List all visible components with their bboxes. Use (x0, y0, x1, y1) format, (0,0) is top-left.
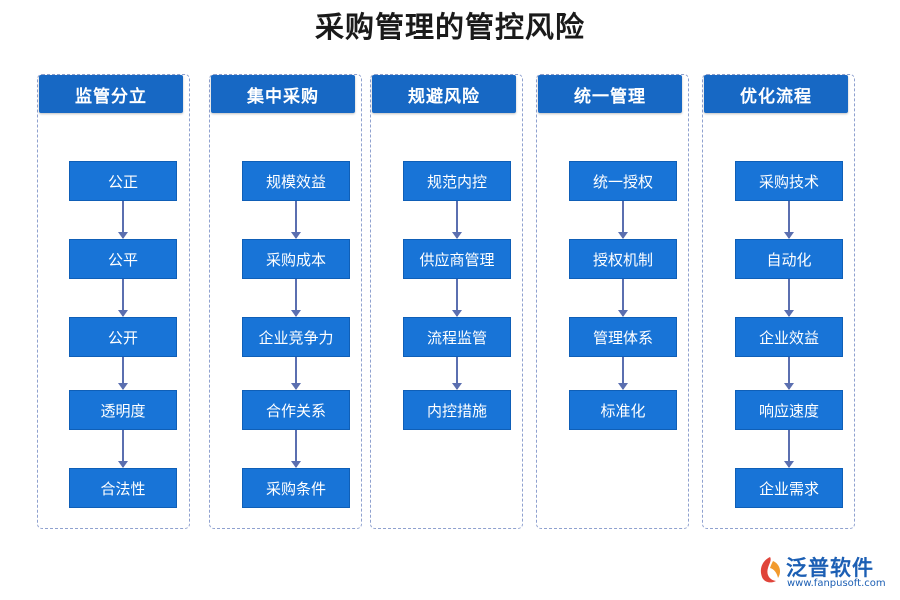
column-5-arrow-2 (784, 279, 794, 317)
column-1-node-3: 公开 (69, 317, 177, 357)
column-4-arrow-3 (618, 357, 628, 390)
column-header-3: 规避风险 (372, 75, 516, 113)
column-2-node-5: 采购条件 (242, 468, 350, 508)
column-1-arrow-4 (118, 430, 128, 468)
column-5-arrow-3 (784, 357, 794, 390)
column-1-arrow-1 (118, 201, 128, 239)
column-frame-3 (370, 74, 523, 529)
column-5-arrow-1 (784, 201, 794, 239)
column-5-node-5: 企业需求 (735, 468, 843, 508)
column-header-1: 监管分立 (39, 75, 183, 113)
column-frame-2 (209, 74, 362, 529)
column-4-node-1: 统一授权 (569, 161, 677, 201)
column-1-arrow-3 (118, 357, 128, 390)
column-4-node-2: 授权机制 (569, 239, 677, 279)
column-header-4: 统一管理 (538, 75, 682, 113)
column-5-node-4: 响应速度 (735, 390, 843, 430)
column-header-5: 优化流程 (704, 75, 848, 113)
column-2-node-1: 规模效益 (242, 161, 350, 201)
brand-logo: 泛普软件 www.fanpusoft.com (756, 552, 886, 592)
column-2-arrow-1 (291, 201, 301, 239)
logo-icon (756, 555, 784, 589)
column-header-2: 集中采购 (211, 75, 355, 113)
column-2-arrow-2 (291, 279, 301, 317)
column-5-node-1: 采购技术 (735, 161, 843, 201)
column-1-node-1: 公正 (69, 161, 177, 201)
column-5-arrow-4 (784, 430, 794, 468)
column-4-arrow-1 (618, 201, 628, 239)
column-frame-1 (37, 74, 190, 529)
column-4-arrow-2 (618, 279, 628, 317)
column-3-node-4: 内控措施 (403, 390, 511, 430)
logo-url: www.fanpusoft.com (787, 578, 886, 589)
column-1-node-4: 透明度 (69, 390, 177, 430)
column-3-node-1: 规范内控 (403, 161, 511, 201)
column-2-node-3: 企业竞争力 (242, 317, 350, 357)
column-3-node-2: 供应商管理 (403, 239, 511, 279)
column-frame-4 (536, 74, 689, 529)
column-3-arrow-1 (452, 201, 462, 239)
column-5-node-2: 自动化 (735, 239, 843, 279)
column-3-arrow-2 (452, 279, 462, 317)
column-3-arrow-3 (452, 357, 462, 390)
column-2-node-4: 合作关系 (242, 390, 350, 430)
column-2-node-2: 采购成本 (242, 239, 350, 279)
column-2-arrow-4 (291, 430, 301, 468)
column-1-node-2: 公平 (69, 239, 177, 279)
column-1-arrow-2 (118, 279, 128, 317)
column-frame-5 (702, 74, 855, 529)
column-5-node-3: 企业效益 (735, 317, 843, 357)
column-3-node-3: 流程监管 (403, 317, 511, 357)
page-title: 采购管理的管控风险 (314, 10, 585, 44)
logo-name: 泛普软件 (786, 556, 874, 580)
column-2-arrow-3 (291, 357, 301, 390)
column-4-node-3: 管理体系 (569, 317, 677, 357)
column-4-node-4: 标准化 (569, 390, 677, 430)
column-1-node-5: 合法性 (69, 468, 177, 508)
